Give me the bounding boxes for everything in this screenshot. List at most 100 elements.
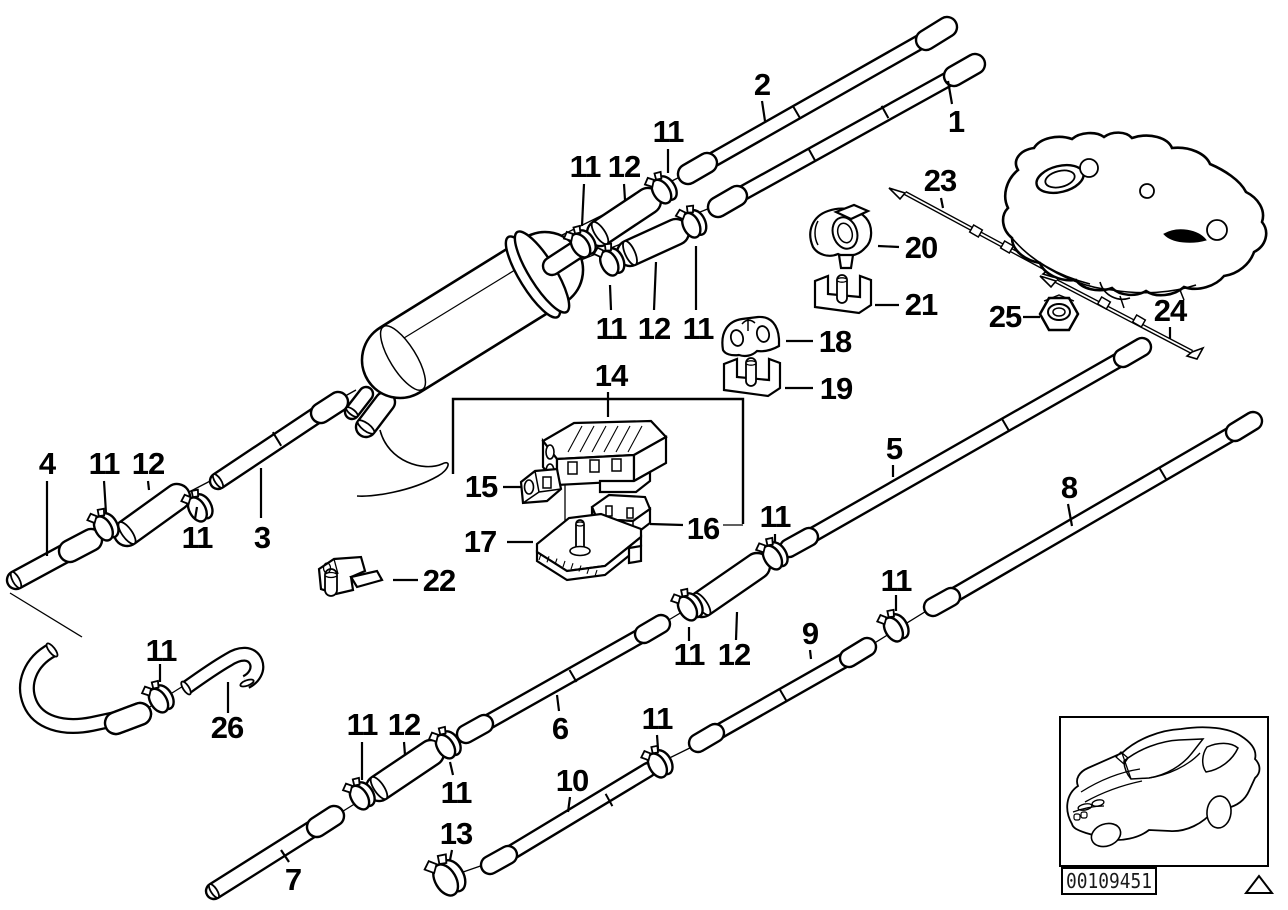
leader-line — [652, 261, 658, 311]
callout-label-16: 16 — [687, 511, 720, 546]
callout-label-7: 7 — [285, 862, 301, 897]
callout-label-11: 11 — [760, 499, 792, 534]
callout-label-12: 12 — [608, 149, 640, 184]
fuel-tank — [1001, 131, 1268, 309]
hex-nut-25 — [1038, 294, 1080, 332]
callout-label-11: 11 — [347, 707, 379, 742]
callout-label-11: 11 — [146, 633, 178, 668]
leader-line — [555, 694, 561, 712]
fuel-filter — [356, 230, 586, 497]
callout-label-19: 19 — [820, 371, 853, 406]
tubes — [5, 15, 1264, 901]
callout-label-5: 5 — [886, 431, 903, 466]
callout-label-1: 1 — [948, 104, 965, 139]
leader-line — [193, 506, 199, 520]
leader-line — [608, 284, 613, 311]
hose-clamp — [86, 507, 120, 542]
callout-label-23: 23 — [924, 163, 957, 198]
callout-label-11: 11 — [642, 701, 674, 736]
callout-label-10: 10 — [556, 763, 588, 798]
small-parts — [9, 105, 1269, 899]
leader-line — [580, 183, 586, 227]
leader-line — [1066, 503, 1074, 527]
hose-clamp — [562, 224, 597, 259]
leader-line — [566, 796, 572, 813]
hose-clamp — [643, 170, 678, 205]
hose-clamp — [754, 536, 789, 571]
hose-clamp — [423, 853, 467, 897]
callout-label-11: 11 — [182, 520, 214, 555]
callout-label-12: 12 — [718, 637, 750, 672]
connector-14 — [541, 419, 668, 494]
bracket-17 — [535, 512, 643, 582]
clip-22 — [317, 555, 384, 597]
image-code-plate: 00109451 — [1061, 867, 1157, 895]
callout-label-6: 6 — [552, 711, 569, 746]
callout-label-22: 22 — [423, 563, 455, 598]
callout-label-18: 18 — [819, 324, 852, 359]
clip-18 — [721, 315, 781, 358]
leader-line — [649, 522, 684, 527]
hose-clamp — [669, 587, 704, 622]
callout-label-11: 11 — [653, 114, 685, 149]
callout-label-11: 11 — [683, 311, 715, 346]
callout-label-9: 9 — [802, 616, 819, 651]
leader-line — [102, 480, 108, 514]
leader-line — [734, 611, 739, 641]
callout-label-20: 20 — [905, 230, 937, 265]
vent-hoses — [19, 642, 265, 736]
callout-label-17: 17 — [464, 524, 496, 559]
callout-label-24: 24 — [1154, 293, 1188, 328]
leader-line — [146, 480, 151, 491]
image-code: 00109451 — [1066, 869, 1152, 893]
leader-line — [402, 741, 407, 756]
leader-line — [760, 100, 767, 122]
callout-label-12: 12 — [132, 446, 164, 481]
callout-label-14: 14 — [595, 358, 629, 393]
clip-21 — [813, 274, 873, 315]
callout-label-8: 8 — [1061, 470, 1078, 505]
hose-clamp — [427, 725, 462, 760]
leader-line — [448, 761, 455, 776]
image-code-box — [1061, 867, 1157, 895]
callout-label-11: 11 — [89, 446, 121, 481]
leader-line — [448, 849, 454, 861]
holder-20 — [809, 203, 873, 270]
callout-label-26: 26 — [211, 710, 244, 745]
hose-clamp — [341, 776, 376, 811]
callout-label-2: 2 — [754, 67, 770, 102]
retaining-rod-24 — [1039, 275, 1205, 360]
hose-clamp — [592, 242, 626, 277]
callout-label-11: 11 — [596, 311, 628, 346]
leader-line — [939, 197, 945, 209]
callout-label-21: 21 — [905, 287, 938, 322]
callout-label-11: 11 — [881, 563, 913, 598]
leader-line — [655, 734, 660, 750]
callout-label-11: 11 — [674, 637, 706, 672]
car-inset — [1059, 716, 1269, 867]
leader-line — [622, 183, 627, 201]
callout-label-12: 12 — [638, 311, 670, 346]
hose-clamp — [674, 204, 708, 239]
callout-label-4: 4 — [39, 446, 57, 481]
callout-label-11: 11 — [441, 775, 473, 810]
hose-clamp — [639, 744, 674, 779]
hose-clamp — [875, 608, 910, 643]
warning-triangle-icon — [1243, 874, 1275, 894]
clip-19 — [722, 357, 782, 398]
callout-label-15: 15 — [465, 469, 498, 504]
hose-clamp — [140, 679, 175, 714]
group-box-14 — [451, 397, 745, 524]
callout-label-11: 11 — [570, 149, 602, 184]
callout-label-12: 12 — [388, 707, 420, 742]
callout-label-13: 13 — [440, 816, 473, 851]
leader-line — [808, 649, 813, 660]
callout-label-25: 25 — [989, 299, 1022, 334]
connector-15 — [519, 467, 563, 505]
leader-line — [946, 80, 954, 105]
diagram-artwork — [5, 15, 1269, 901]
callout-label-3: 3 — [254, 520, 271, 555]
